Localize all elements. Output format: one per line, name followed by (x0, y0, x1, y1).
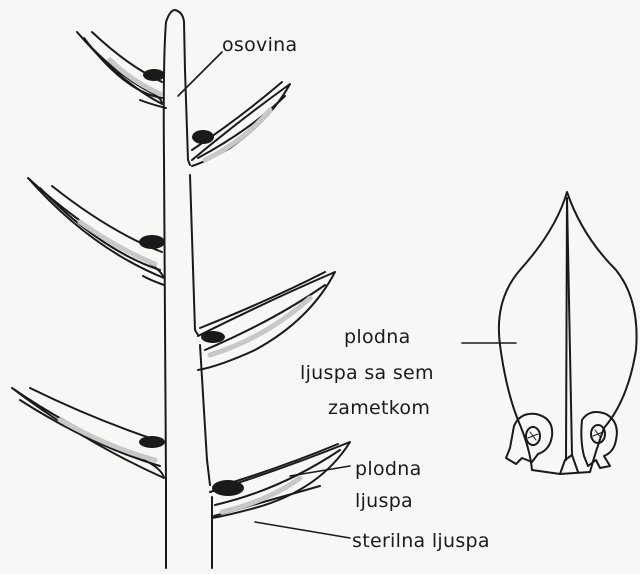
ovule-mark (192, 130, 214, 144)
ovule-mark (212, 480, 244, 496)
bract-scale-lower-left (12, 388, 165, 478)
bract-scale-upper-left (77, 32, 165, 104)
bract-scale-middle-left (28, 178, 165, 278)
label-seed-scale-line-1: plodna (344, 326, 411, 348)
label-sterile-scale: sterilna ljuspa (352, 530, 490, 552)
bract-scale-middle-right (198, 272, 335, 370)
label-axis: osovina (222, 34, 297, 56)
leader-fertile-scale (290, 466, 350, 476)
leader-sterile-scale (255, 522, 350, 538)
label-fertile-scale-line-2: ljuspa (355, 490, 413, 512)
ovule-mark (139, 436, 165, 448)
ovule-mark (201, 331, 225, 343)
bract-scale-upper-right (192, 82, 290, 166)
bract-scale-lower-right (210, 442, 350, 518)
label-seed-scale-line-2: ljuspa sa sem (300, 362, 434, 384)
cone-axis (140, 10, 212, 568)
ovule-mark (139, 235, 165, 249)
label-fertile-scale-line-1: plodna (355, 458, 422, 480)
label-seed-scale-line-3: zametkom (328, 397, 430, 419)
ovule-mark (143, 69, 165, 81)
